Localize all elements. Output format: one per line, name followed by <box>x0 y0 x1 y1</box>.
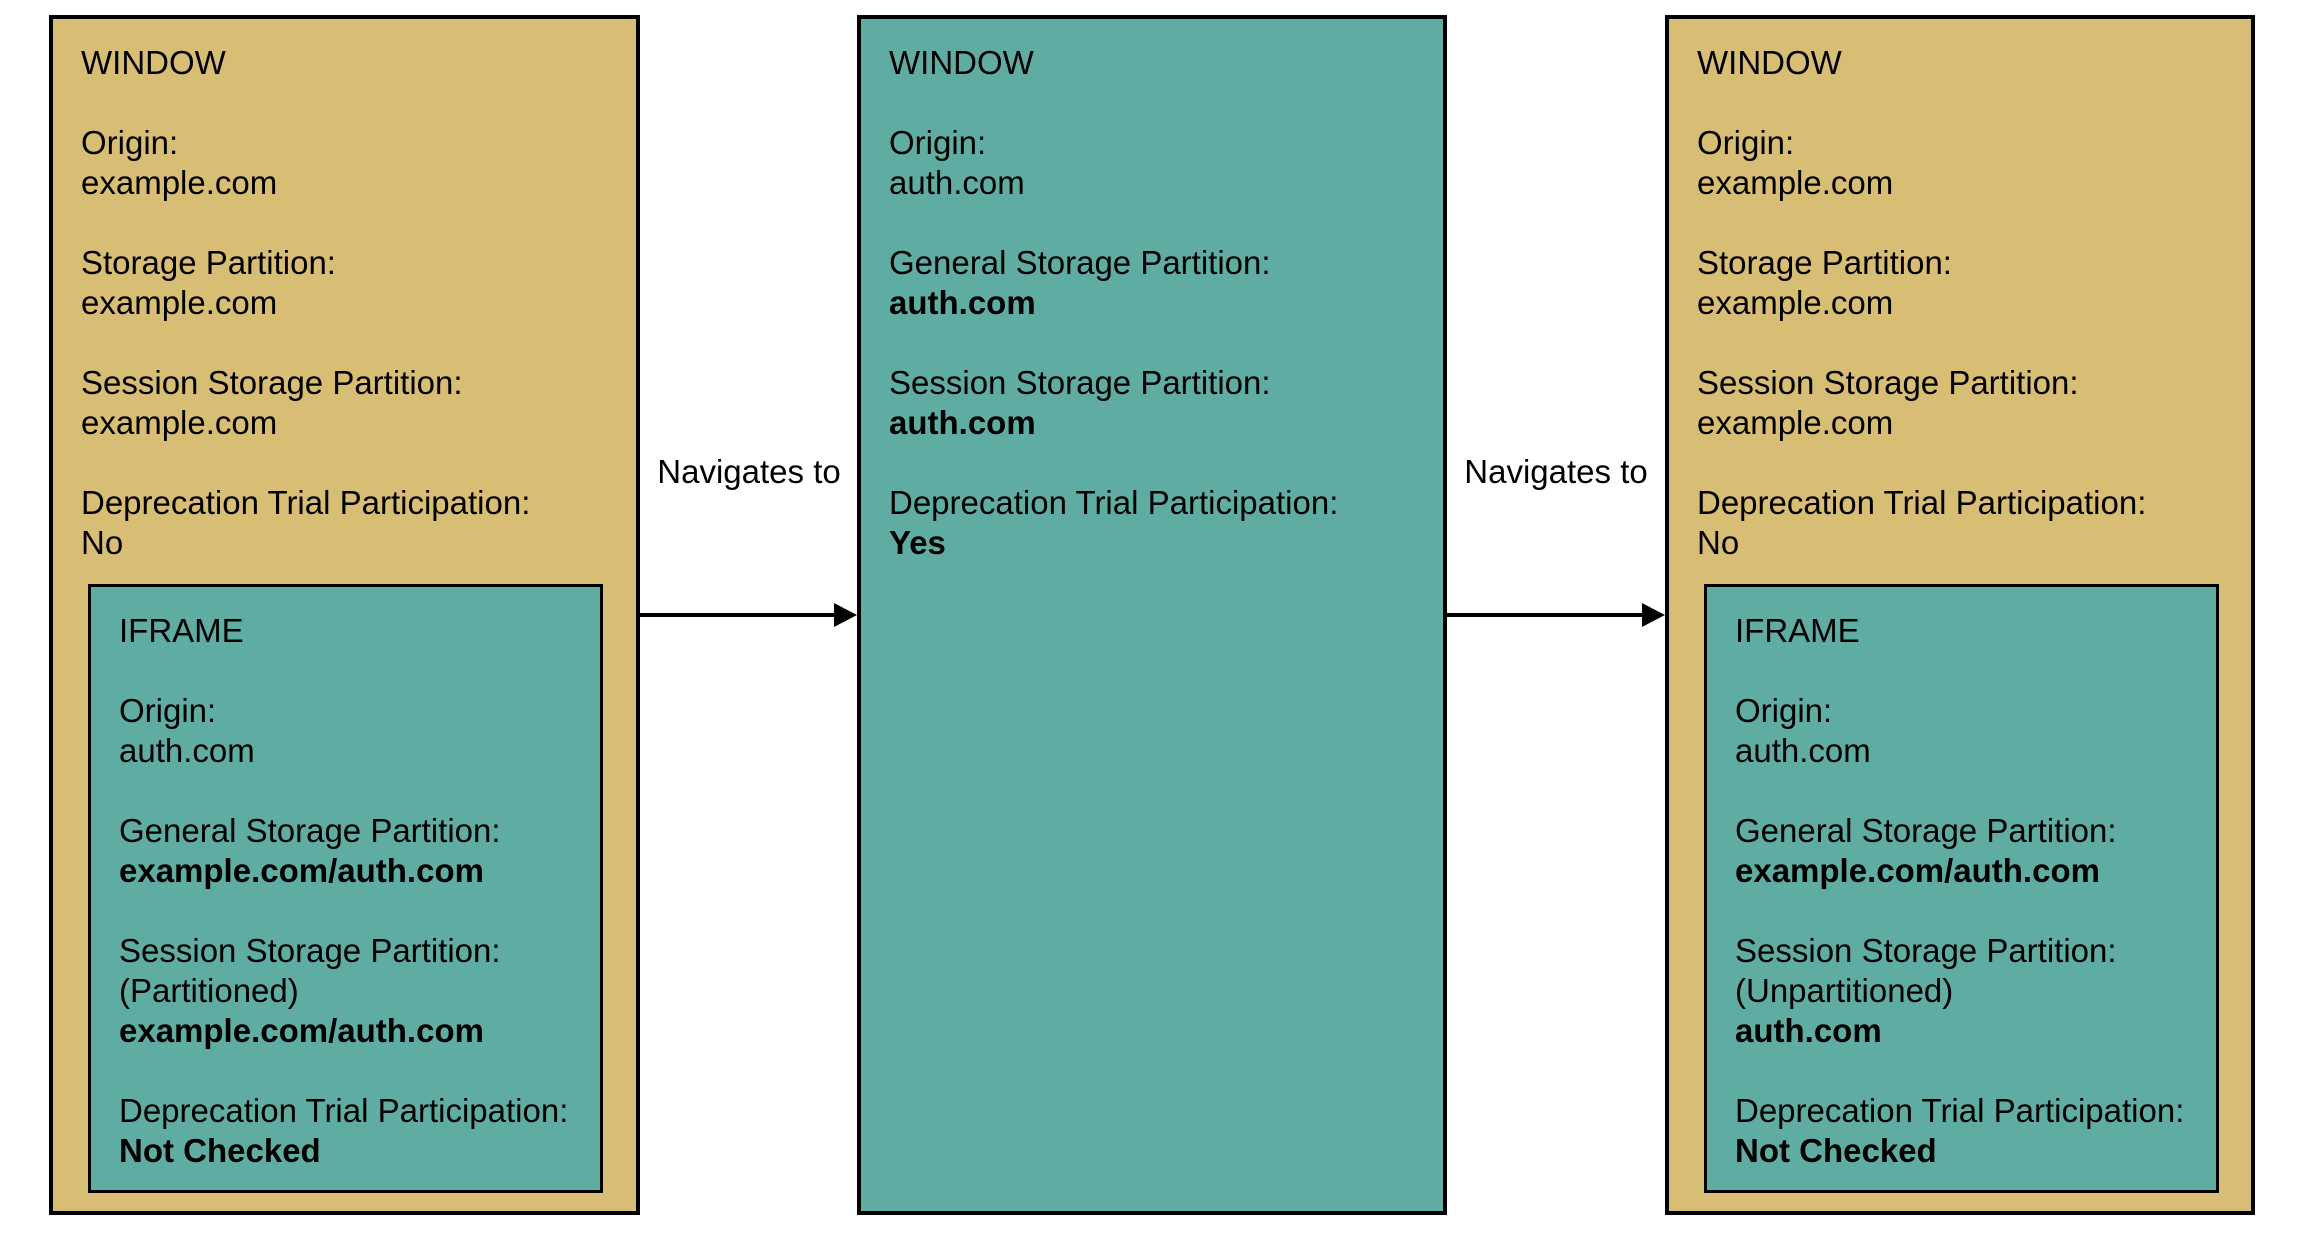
deprecation-trial-label: Deprecation Trial Participation: <box>81 484 531 521</box>
window-box-left: WINDOW Origin: example.com Storage Parti… <box>49 15 640 1215</box>
storage-partition-label: Storage Partition: <box>1697 244 1952 281</box>
session-storage-partition-field: Session Storage Partition: (Partitioned)… <box>119 931 572 1051</box>
origin-field: Origin: example.com <box>1697 123 2223 203</box>
storage-partition-value: example.com <box>1697 284 1894 321</box>
origin-value: auth.com <box>119 732 255 769</box>
iframe-title: IFRAME <box>119 612 244 649</box>
general-storage-partition-field: General Storage Partition: example.com/a… <box>1735 811 2188 891</box>
storage-partition-field: Storage Partition: example.com <box>81 243 608 323</box>
window-title: WINDOW <box>889 44 1034 81</box>
arrow-head-icon <box>1642 603 1665 627</box>
navigates-to-label: Navigates to <box>657 453 841 490</box>
deprecation-trial-field: Deprecation Trial Participation: No <box>1697 483 2223 563</box>
deprecation-trial-value: Not Checked <box>1735 1132 1937 1169</box>
general-storage-partition-field: General Storage Partition: example.com/a… <box>119 811 572 891</box>
session-storage-partition-label: Session Storage Partition: <box>81 364 463 401</box>
origin-label: Origin: <box>1735 692 1833 729</box>
origin-field: Origin: auth.com <box>889 123 1415 203</box>
iframe-box-left: IFRAME Origin: auth.com General Storage … <box>88 584 603 1193</box>
general-storage-partition-label: General Storage Partition: <box>1735 812 2117 849</box>
session-storage-partition-field: Session Storage Partition: auth.com <box>889 363 1415 443</box>
general-storage-partition-field: General Storage Partition: auth.com <box>889 243 1415 323</box>
deprecation-trial-field: Deprecation Trial Participation: No <box>81 483 608 563</box>
session-storage-partition-label: Session Storage Partition: <box>119 932 501 969</box>
general-storage-partition-label: General Storage Partition: <box>119 812 501 849</box>
deprecation-trial-field: Deprecation Trial Participation: Not Che… <box>119 1091 572 1171</box>
storage-partition-value: example.com <box>81 284 278 321</box>
deprecation-trial-value: Yes <box>889 524 946 561</box>
origin-value: example.com <box>1697 164 1894 201</box>
storage-partition-label: Storage Partition: <box>81 244 336 281</box>
origin-field: Origin: auth.com <box>119 691 572 771</box>
arrow-head-icon <box>834 603 857 627</box>
origin-value: auth.com <box>889 164 1025 201</box>
window-box-right: WINDOW Origin: example.com Storage Parti… <box>1665 15 2255 1215</box>
general-storage-partition-value: example.com/auth.com <box>1735 852 2100 889</box>
deprecation-trial-value: Not Checked <box>119 1132 321 1169</box>
origin-label: Origin: <box>119 692 217 729</box>
deprecation-trial-label: Deprecation Trial Participation: <box>889 484 1339 521</box>
origin-label: Origin: <box>889 124 987 161</box>
deprecation-trial-label: Deprecation Trial Participation: <box>119 1092 569 1129</box>
origin-label: Origin: <box>1697 124 1795 161</box>
iframe-box-right: IFRAME Origin: auth.com General Storage … <box>1704 584 2219 1193</box>
session-storage-partition-value: example.com <box>1697 404 1894 441</box>
general-storage-partition-value: example.com/auth.com <box>119 852 484 889</box>
deprecation-trial-field: Deprecation Trial Participation: Yes <box>889 483 1415 563</box>
session-storage-partition-value: auth.com <box>1735 1012 1882 1049</box>
general-storage-partition-value: auth.com <box>889 284 1036 321</box>
deprecation-trial-value: No <box>1697 524 1740 561</box>
session-storage-partition-label: Session Storage Partition: <box>1697 364 2079 401</box>
storage-partition-field: Storage Partition: example.com <box>1697 243 2223 323</box>
origin-field: Origin: auth.com <box>1735 691 2188 771</box>
session-storage-partition-qualifier: (Unpartitioned) <box>1735 972 1954 1009</box>
session-storage-partition-value: auth.com <box>889 404 1036 441</box>
general-storage-partition-label: General Storage Partition: <box>889 244 1271 281</box>
deprecation-trial-field: Deprecation Trial Participation: Not Che… <box>1735 1091 2188 1171</box>
arrow-line <box>640 613 834 617</box>
origin-field: Origin: example.com <box>81 123 608 203</box>
session-storage-partition-label: Session Storage Partition: <box>889 364 1271 401</box>
deprecation-trial-label: Deprecation Trial Participation: <box>1735 1092 2185 1129</box>
session-storage-partition-value: example.com/auth.com <box>119 1012 484 1049</box>
session-storage-partition-label: Session Storage Partition: <box>1735 932 2117 969</box>
window-title: WINDOW <box>1697 44 1842 81</box>
iframe-title: IFRAME <box>1735 612 1860 649</box>
arrow-line <box>1447 613 1642 617</box>
session-storage-partition-field: Session Storage Partition: example.com <box>81 363 608 443</box>
session-storage-partition-field: Session Storage Partition: example.com <box>1697 363 2223 443</box>
window-box-middle: WINDOW Origin: auth.com General Storage … <box>857 15 1447 1215</box>
deprecation-trial-label: Deprecation Trial Participation: <box>1697 484 2147 521</box>
session-storage-partition-qualifier: (Partitioned) <box>119 972 299 1009</box>
origin-value: example.com <box>81 164 278 201</box>
window-title: WINDOW <box>81 44 226 81</box>
session-storage-partition-value: example.com <box>81 404 278 441</box>
origin-value: auth.com <box>1735 732 1871 769</box>
deprecation-trial-value: No <box>81 524 124 561</box>
navigates-to-label: Navigates to <box>1464 453 1648 490</box>
session-storage-partition-field: Session Storage Partition: (Unpartitione… <box>1735 931 2188 1051</box>
origin-label: Origin: <box>81 124 179 161</box>
